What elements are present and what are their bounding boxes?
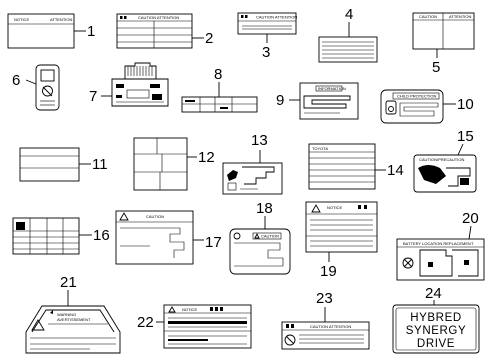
callout-23: 23	[316, 290, 333, 307]
label-1-text-left: NOTICE	[14, 17, 29, 22]
label-1-text-right: ATTENTION	[50, 17, 72, 22]
label-10: CHILD PROTECTION 10	[380, 89, 474, 124]
label-24: HYBRED SYNERGY DRIVE 24	[392, 285, 480, 354]
label-9: INFORMATION 9	[276, 82, 359, 120]
label-23: CAUTION ATTENTION 23	[281, 290, 370, 350]
label-14: TOYOTA 14	[308, 143, 404, 190]
label-4: 4	[318, 6, 378, 63]
label-22-text: NOTICE	[182, 307, 197, 312]
callout-15: 15	[457, 128, 474, 145]
label-14-text: TOYOTA	[312, 146, 328, 151]
label-15-text: CAUTION/PRECAUTION	[419, 157, 464, 162]
label-20: BATTERY LOCATION REPLACEMENT 20	[396, 210, 485, 281]
label-3-text: CAUTION ATTENTION	[256, 15, 297, 20]
callout-21: 21	[60, 274, 77, 291]
label-13: 13	[222, 132, 283, 195]
label-6: 6	[12, 64, 60, 111]
callout-17: 17	[205, 234, 222, 251]
callout-24: 24	[425, 285, 442, 302]
label-3: CAUTION ATTENTION 3	[237, 12, 297, 61]
callout-8: 8	[214, 66, 222, 83]
label-17-text: CAUTION	[146, 214, 164, 219]
label-20-text: BATTERY LOCATION REPLACEMENT	[403, 241, 474, 246]
callout-22: 22	[137, 314, 154, 331]
callout-3: 3	[262, 44, 270, 61]
callout-9: 9	[276, 92, 284, 109]
label-5-text-right: ATTENTION	[449, 14, 471, 19]
label-18-text: CAUTION	[261, 234, 279, 239]
label-12: 12	[133, 137, 215, 191]
label-24-text-line1: HYBRED	[410, 312, 462, 324]
label-1: NOTICE ATTENTION 1	[7, 13, 95, 49]
callout-11: 11	[92, 156, 108, 173]
callout-20: 20	[462, 210, 479, 227]
label-21-text-line2: AVERTISSEMENT	[57, 317, 91, 322]
label-10-text: CHILD PROTECTION	[397, 94, 436, 99]
label-2-text: CAUTION ATTENTION	[138, 15, 179, 20]
label-22: NOTICE 22	[137, 304, 252, 349]
label-7: 7	[89, 62, 169, 107]
label-17: CAUTION 17	[115, 210, 222, 265]
callout-7: 7	[89, 88, 97, 105]
callout-14: 14	[387, 162, 404, 179]
label-19: NOTICE 19	[305, 201, 378, 280]
callout-10: 10	[457, 96, 474, 113]
label-21: WARNING AVERTISSEMENT 21	[25, 274, 121, 354]
label-23-text: CAUTION ATTENTION	[310, 324, 351, 329]
callout-4: 4	[345, 6, 353, 23]
callout-16: 16	[93, 227, 110, 244]
callout-1: 1	[87, 23, 95, 40]
label-5-text-left: CAUTION	[419, 14, 437, 19]
label-18: CAUTION 18	[229, 200, 291, 275]
callout-6: 6	[12, 72, 20, 89]
label-2: CAUTION ATTENTION 2	[116, 13, 213, 49]
label-24-text-line3: DRIVE	[417, 338, 455, 350]
label-16: 16	[12, 217, 110, 255]
label-24-text-line2: SYNERGY	[406, 325, 466, 337]
label-11: 11	[19, 147, 108, 182]
callout-12: 12	[198, 149, 215, 166]
callout-2: 2	[205, 30, 213, 47]
label-8: 8	[181, 66, 258, 113]
callout-18: 18	[256, 200, 273, 217]
callout-19: 19	[320, 263, 337, 280]
callout-5: 5	[432, 59, 440, 76]
label-19-text: NOTICE	[327, 205, 342, 210]
callout-13: 13	[251, 132, 268, 149]
label-21-text-line1: WARNING	[57, 312, 76, 317]
label-5: CAUTION ATTENTION 5	[412, 12, 475, 76]
label-15: CAUTION/PRECAUTION 15	[413, 128, 477, 193]
label-9-text: INFORMATION	[318, 86, 346, 91]
